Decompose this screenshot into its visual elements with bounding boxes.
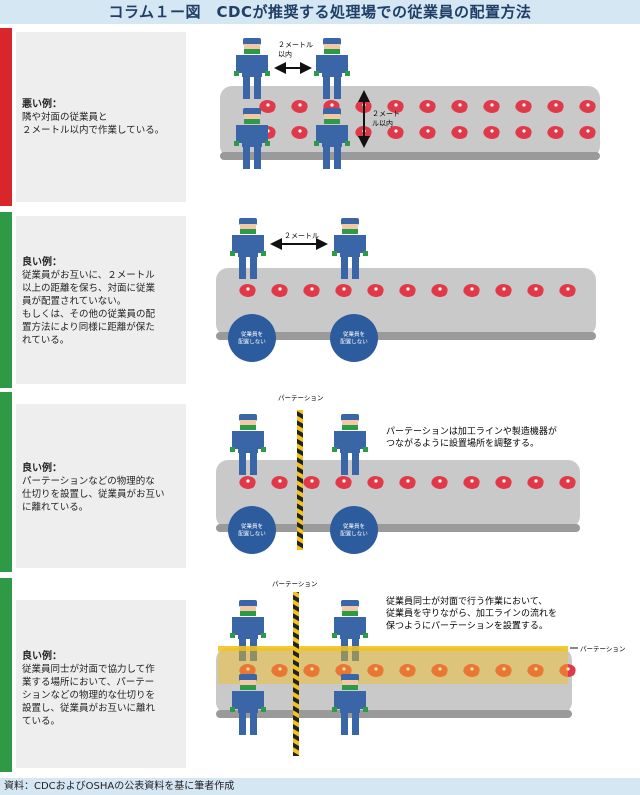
no-staff-marker: [228, 314, 276, 362]
conveyor: [220, 86, 600, 158]
label-partition: パーテーション: [278, 394, 323, 402]
section-bad-example: 悪い例： 隣や対面の従業員と ２メートル以内で作業している。 ２メートル以内 ２…: [0, 28, 630, 206]
diagram-2: ２メートル 従業員を配置しない 従業員を配置しない: [216, 218, 596, 362]
conveyor: [216, 460, 580, 528]
conveyor: [216, 648, 572, 714]
partition-note: 従業員同士が対面で行う作業において、従業員を守りながら、加工ラインの流れを保つよ…: [386, 595, 557, 631]
label-no-staff: 従業員を配置しない: [238, 330, 266, 345]
section-good-example-face-to-face: 良い例： 従業員同士が対面で協力して作 業する場所において、パーテー ションなど…: [0, 578, 630, 772]
section-body: 隣や対面の従業員と ２メートル以内で作業している。: [22, 112, 165, 136]
section-text: 良い例： 従業員がお互いに、２メートル 以上の距離を保ち、対面に従業 員が配置さ…: [16, 216, 186, 384]
section-body: パーテーションなどの物理的な 仕切りを設置し、従業員がお互い に離れている。: [22, 476, 165, 513]
section-text: 悪い例： 隣や対面の従業員と ２メートル以内で作業している。: [16, 32, 186, 202]
section-heading: 良い例：: [22, 257, 62, 268]
meat-row: [239, 476, 576, 489]
label-partition-top: パーテーション: [272, 580, 317, 588]
diagram-4: パーテーション パーテーション 従業員同士が対面で行う作業において、従業員を守り…: [216, 580, 625, 756]
label-partition-side: パーテーション: [580, 645, 625, 653]
section-heading: 良い例：: [22, 651, 62, 662]
worker-icon: [230, 414, 266, 475]
worker-icon: [314, 108, 350, 169]
section-good-example-distance: 良い例： 従業員がお互いに、２メートル 以上の距離を保ち、対面に従業 員が配置さ…: [0, 212, 630, 388]
partition-note: パーテーションは加工ラインや製造機器がつながるように設置場所を調整する。: [386, 425, 557, 449]
worker-icon: [314, 38, 350, 99]
figure-title: コラム１ー図 CDCが推奨する処理場での従業員の配置方法: [0, 0, 640, 24]
good-indicator-bar: [0, 578, 12, 772]
good-indicator-bar: [0, 392, 12, 572]
worker-icon: [234, 38, 270, 99]
partition-horizontal: [218, 646, 568, 684]
label-distance-vertical: ２メートル以内: [372, 110, 400, 127]
no-staff-marker: [228, 506, 276, 554]
worker-icon: [230, 218, 266, 279]
worker-icon: [332, 414, 368, 475]
label-no-staff: 従業員を配置しない: [340, 330, 368, 345]
source-note: 資料：CDCおよびOSHAの公表資料を基に筆者作成: [0, 778, 640, 795]
label-distance-horizontal: ２メートル以内: [278, 41, 313, 58]
section-good-example-partition: 良い例： パーテーションなどの物理的な 仕切りを設置し、従業員がお互い に離れて…: [0, 392, 630, 572]
good-indicator-bar: [0, 212, 12, 388]
label-no-staff: 従業員を配置しない: [340, 522, 368, 537]
worker-icon: [332, 600, 368, 661]
diagram-3: パーテーション パーテーションは加工ラインや製造機器がつながるように設置場所を調…: [216, 394, 580, 554]
worker-icon: [234, 108, 270, 169]
meat-row: [239, 284, 576, 297]
no-staff-marker: [330, 506, 378, 554]
no-staff-marker: [330, 314, 378, 362]
meat-row: [239, 664, 576, 677]
section-heading: 悪い例：: [22, 99, 62, 110]
bad-indicator-bar: [0, 28, 12, 206]
section-body: 従業員がお互いに、２メートル 以上の距離を保ち、対面に従業 員が配置されていない…: [22, 270, 156, 346]
section-text: 良い例： パーテーションなどの物理的な 仕切りを設置し、従業員がお互い に離れて…: [16, 404, 186, 568]
worker-icon: [332, 674, 368, 735]
diagram-1: ２メートル以内 ２メートル以内: [220, 38, 600, 169]
section-text: 良い例： 従業員同士が対面で協力して作 業する場所において、パーテー ションなど…: [16, 600, 186, 768]
label-no-staff: 従業員を配置しない: [238, 522, 266, 537]
conveyor: [216, 268, 596, 336]
worker-icon: [332, 218, 368, 279]
section-heading: 良い例：: [22, 463, 62, 474]
section-body: 従業員同士が対面で協力して作 業する場所において、パーテー ションなどの物理的な…: [22, 664, 156, 727]
worker-icon: [230, 674, 266, 735]
label-distance: ２メートル: [284, 232, 319, 240]
